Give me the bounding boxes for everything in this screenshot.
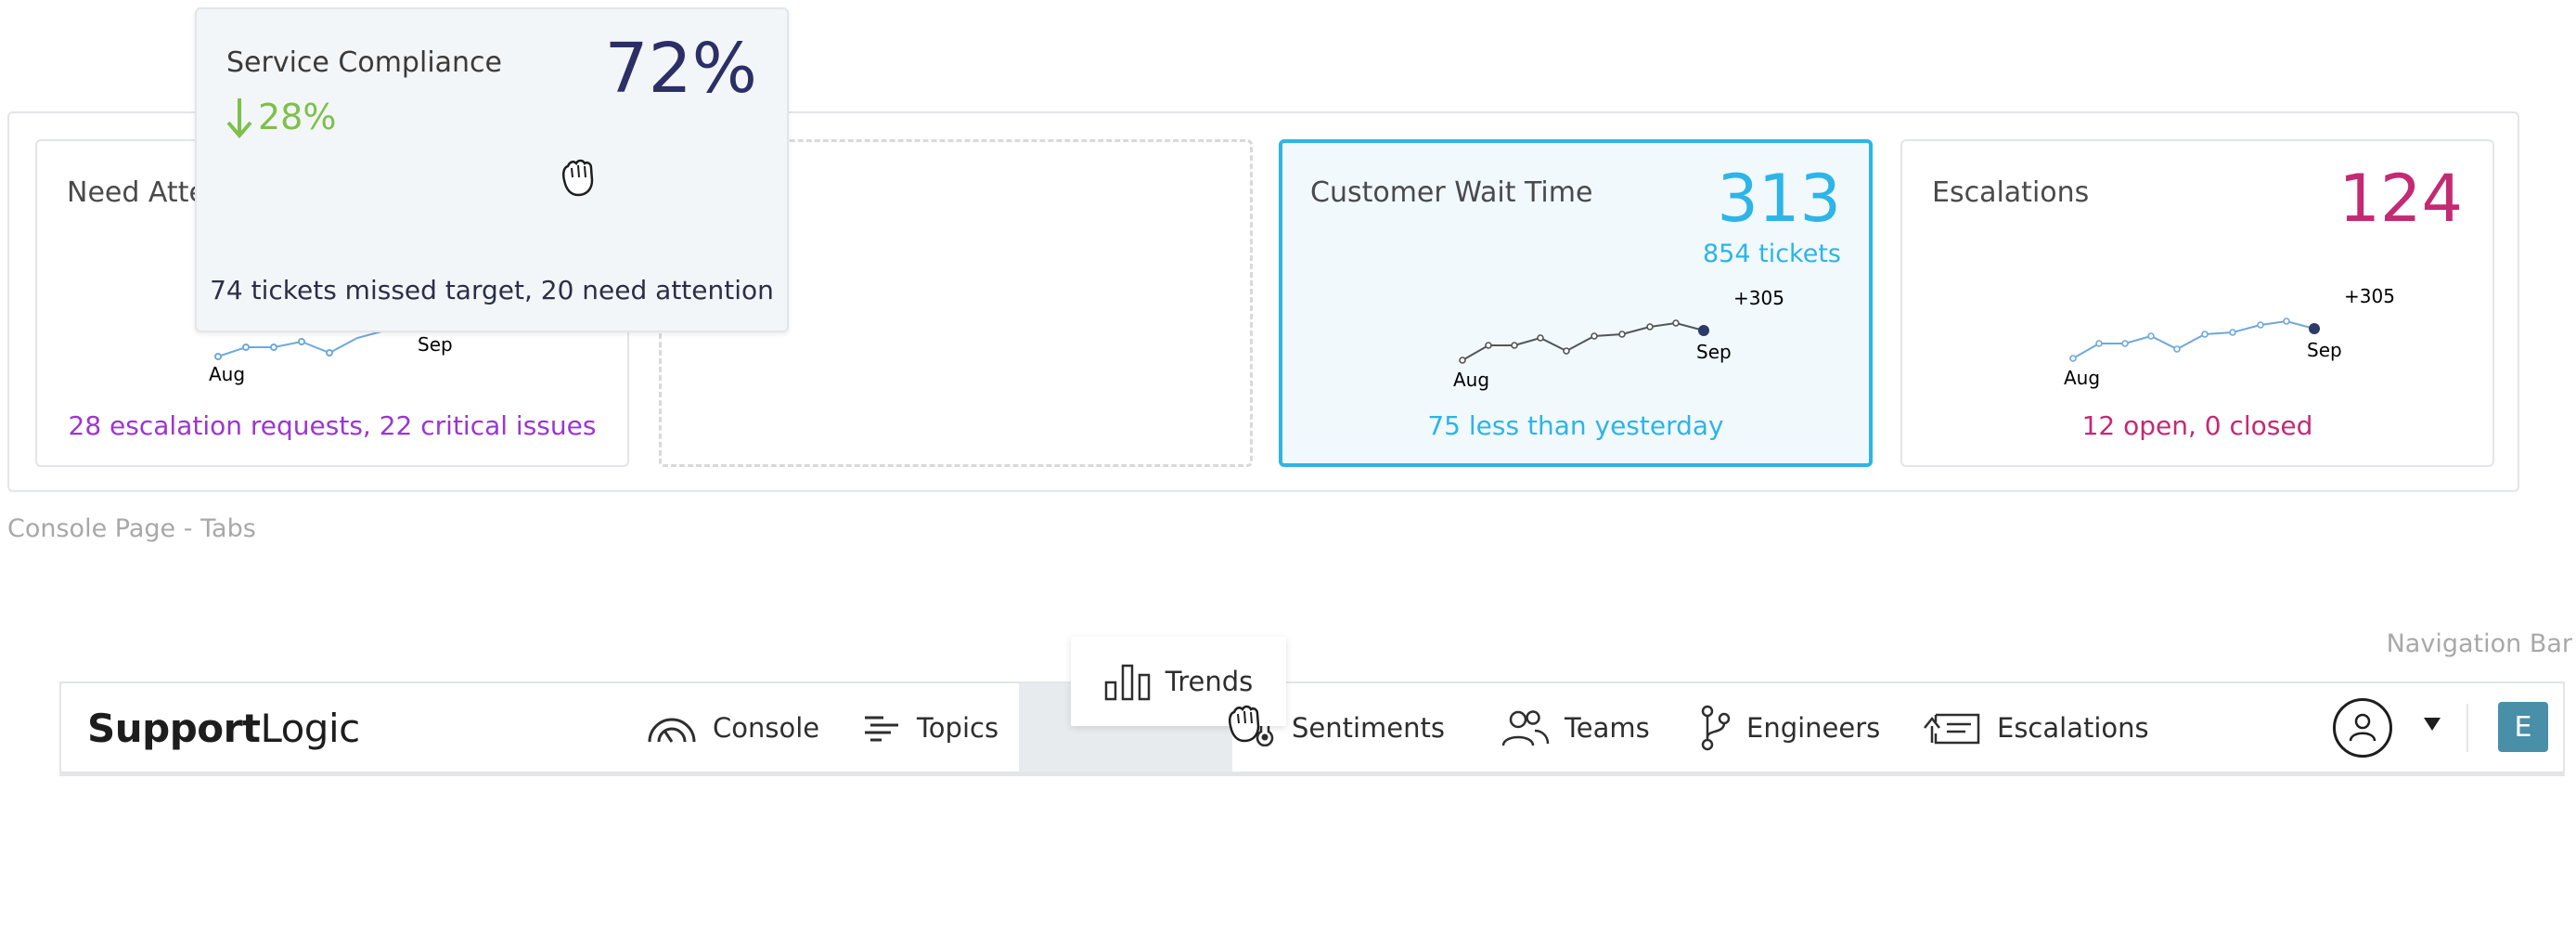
service-compliance-card-dragging[interactable]: Service Compliance 72% 28% 74 tickets mi… bbox=[195, 7, 789, 332]
wait-time-footer: 75 less than yesterday bbox=[1427, 410, 1724, 441]
x-label-sep: Sep bbox=[2307, 339, 2342, 361]
ticket-arrow-icon bbox=[1924, 713, 1980, 744]
card-value: 313 bbox=[1717, 161, 1841, 237]
escalations-footer: 12 open, 0 closed bbox=[2081, 410, 2313, 441]
nav-divider bbox=[2467, 704, 2468, 752]
chevron-down-icon[interactable] bbox=[2424, 718, 2441, 731]
card-title: Escalations bbox=[1932, 176, 2090, 209]
console-section-label: Console Page - Tabs bbox=[7, 514, 256, 543]
grab-cursor-icon bbox=[561, 159, 594, 197]
nav-item-label: Trends bbox=[1165, 666, 1254, 697]
card-sub-value: 854 tickets bbox=[1703, 240, 1841, 268]
supportlogic-logo[interactable]: SupportLogic bbox=[87, 706, 360, 751]
lines-icon bbox=[865, 716, 898, 741]
card-value: 72% bbox=[604, 29, 757, 109]
nav-item-sentiments[interactable]: Sentiments bbox=[1253, 683, 1445, 772]
delta-value: 28% bbox=[258, 97, 337, 137]
users-icon bbox=[1501, 709, 1550, 746]
need-attention-footer: 28 escalation requests, 22 critical issu… bbox=[68, 410, 597, 441]
navbar-section-label: Navigation Bar bbox=[2386, 629, 2572, 658]
nav-item-topics[interactable]: Topics bbox=[861, 683, 998, 772]
nav-item-teams[interactable]: Teams bbox=[1500, 683, 1650, 772]
card-title: Customer Wait Time bbox=[1310, 176, 1593, 209]
nav-item-label: Escalations bbox=[1997, 711, 2149, 744]
nav-item-engineers[interactable]: Engineers bbox=[1700, 683, 1880, 772]
customer-wait-time-card[interactable]: Customer Wait Time 313 854 tickets Aug S… bbox=[1279, 139, 1873, 467]
grab-cursor-icon bbox=[1228, 705, 1260, 743]
delta-indicator: 28% bbox=[225, 95, 336, 139]
bar-chart-icon bbox=[1104, 664, 1150, 701]
wait-time-sparkline: Aug Sep +305 bbox=[1453, 287, 1784, 391]
card-title: Service Compliance bbox=[226, 46, 502, 79]
escalations-card[interactable]: Escalations 124 Aug Sep +305 12 open, 0 … bbox=[1900, 139, 2494, 467]
x-label-aug: Aug bbox=[2064, 367, 2100, 389]
branch-icon bbox=[1701, 705, 1731, 750]
delta-label: +305 bbox=[1733, 287, 1784, 309]
nav-item-label: Console bbox=[713, 711, 820, 744]
x-label-aug: Aug bbox=[1453, 369, 1489, 391]
user-avatar-button[interactable] bbox=[2333, 698, 2392, 758]
nav-item-label: Teams bbox=[1565, 711, 1650, 744]
navigation-bar: SupportLogic Console Topics Sentiments bbox=[59, 681, 2565, 776]
x-label-sep: Sep bbox=[1696, 341, 1732, 363]
nav-item-label: Engineers bbox=[1746, 711, 1881, 744]
card-footer: 74 tickets missed target, 20 need attent… bbox=[210, 275, 774, 305]
gauge-icon bbox=[648, 718, 696, 743]
card-value: 124 bbox=[2338, 161, 2463, 237]
x-label-sep: Sep bbox=[418, 333, 453, 356]
delta-label: +305 bbox=[2344, 285, 2395, 307]
nav-item-label: Topics bbox=[917, 711, 999, 744]
nav-item-label: Sentiments bbox=[1292, 711, 1446, 744]
escalations-sparkline: Aug Sep +305 bbox=[2064, 285, 2395, 389]
arrow-down-icon bbox=[226, 98, 252, 139]
user-icon bbox=[2349, 713, 2376, 742]
nav-item-console[interactable]: Console bbox=[646, 683, 819, 772]
x-label-aug: Aug bbox=[209, 363, 245, 385]
nav-item-escalations[interactable]: Escalations bbox=[1923, 683, 2149, 772]
account-badge[interactable]: E bbox=[2498, 702, 2548, 752]
